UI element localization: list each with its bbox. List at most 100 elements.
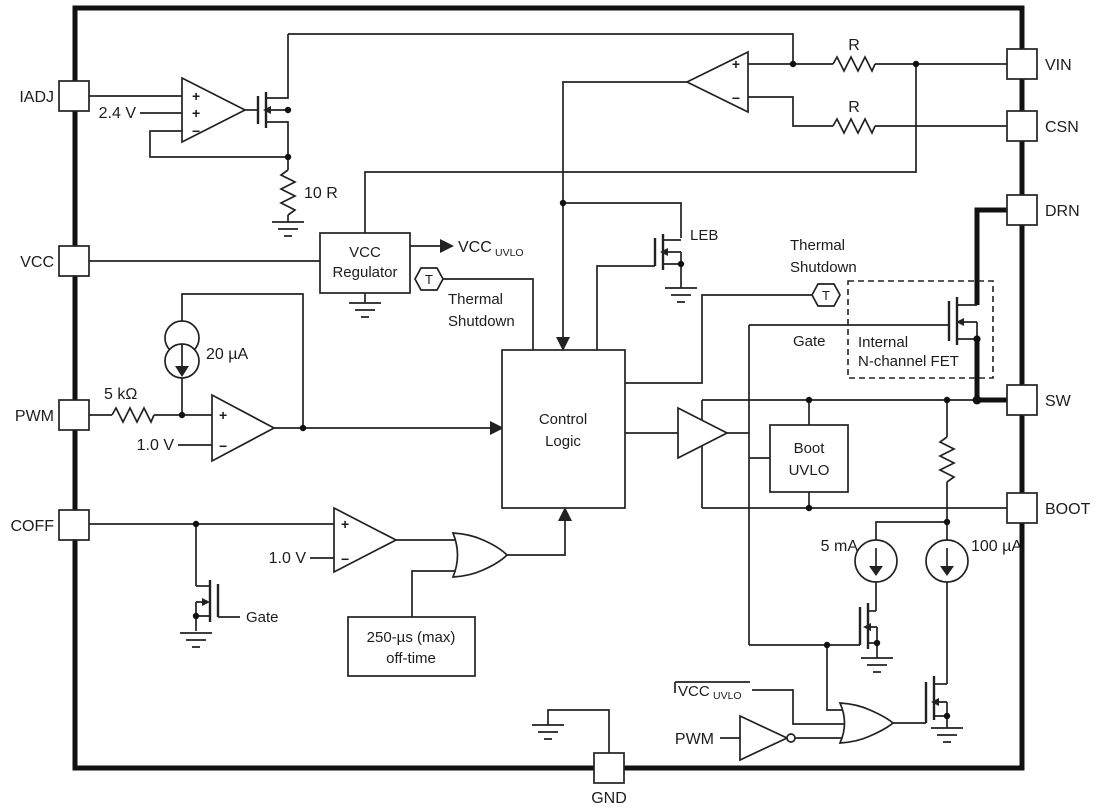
- offtime-arrow: [558, 507, 572, 521]
- plus-sign: +: [192, 105, 200, 121]
- vcc-uvlo-inverted-label: VCC UVLO: [674, 681, 750, 702]
- cur-5ma-label: 5 mA: [821, 538, 859, 555]
- pin-coff: COFF: [10, 509, 90, 541]
- current-source-5ma: [854, 539, 898, 583]
- cur-100ua-label: 100 µA: [971, 538, 1022, 555]
- plus-sign: +: [219, 407, 227, 423]
- sense-arrow: [556, 337, 570, 351]
- coff-comparator: + −: [333, 506, 398, 574]
- res-r-label: R: [848, 99, 860, 116]
- pin-sw: SW: [1006, 384, 1072, 416]
- ground-icon: [349, 302, 381, 318]
- internal-fet-box: Internal N-channel FET: [847, 280, 994, 379]
- pin-drn: DRN: [1006, 194, 1080, 226]
- thermal-shutdown-label: Shutdown: [448, 313, 515, 330]
- iadj-error-amp: + + −: [181, 76, 247, 144]
- pin-label: IADJ: [19, 89, 54, 106]
- offtime-or-gate: [451, 532, 509, 578]
- control-logic-label: Control: [539, 411, 587, 428]
- svg-text:VCC: VCC: [458, 239, 492, 256]
- vcc-regulator-label: Regulator: [332, 264, 397, 281]
- cur-20ua-label: 20 µA: [206, 346, 248, 363]
- minus-sign: −: [732, 90, 740, 106]
- thermal-shutdown-label: Thermal: [790, 237, 845, 254]
- current-sense-amp: + −: [685, 50, 749, 114]
- boot-uvlo-block: Boot UVLO: [769, 424, 849, 493]
- devices: + + − + − VCC Regulator: [164, 50, 994, 762]
- ground-icon: [272, 221, 304, 237]
- internal-fet-label: N-channel FET: [858, 353, 959, 370]
- pin-vcc: VCC: [20, 245, 90, 277]
- annotations: 2.4 V 10 R R R 20 µA 5 kΩ 1.0 V 1.0 V LE…: [99, 37, 1023, 748]
- leb-label: LEB: [690, 227, 718, 244]
- pin-label: DRN: [1045, 203, 1080, 220]
- coff-fet: [202, 580, 220, 622]
- gate-label: Gate: [246, 609, 279, 626]
- boot-or-gate: [838, 702, 895, 744]
- ref-1v0-label: 1.0 V: [137, 437, 175, 454]
- plus-sign: +: [732, 56, 740, 72]
- ground-icon: [861, 657, 893, 673]
- off-time-label: 250-µs (max): [367, 629, 456, 646]
- pwm-comparator: + −: [211, 393, 276, 463]
- thermal-shutdown-label: Thermal: [448, 291, 503, 308]
- pin-csn: CSN: [1006, 110, 1079, 142]
- pin-label: VIN: [1045, 57, 1072, 74]
- gate-driver-buffer: [677, 406, 729, 460]
- res-5k-label: 5 kΩ: [104, 386, 137, 403]
- pwm-comp-arrow: [490, 421, 504, 435]
- plus-sign: +: [192, 88, 200, 104]
- vcc-uvlo-label: VCC UVLO: [458, 239, 524, 259]
- svg-text:UVLO: UVLO: [495, 247, 524, 259]
- thermal-shutdown-label: Shutdown: [790, 259, 857, 276]
- iadj-pass-fet: [256, 92, 271, 128]
- pwm-inverter: [739, 714, 796, 762]
- pin-label: GND: [591, 790, 627, 807]
- pin-label: CSN: [1045, 119, 1079, 136]
- res-r-label: R: [848, 37, 860, 54]
- off-time-block: 250-µs (max) off-time: [347, 616, 476, 677]
- ground-icon: [665, 287, 697, 303]
- pins: IADJ VCC PWM COFF VIN CSN DRN SW: [10, 48, 1091, 807]
- hysteresis-current-source: [164, 320, 200, 379]
- svg-text:VCC: VCC: [678, 683, 710, 700]
- pwm-inverter-label: PWM: [675, 731, 714, 748]
- off-time-label: off-time: [386, 650, 436, 667]
- pin-boot: BOOT: [1006, 492, 1091, 524]
- internal-fet-label: Internal: [858, 334, 908, 351]
- pin-gnd: GND: [591, 752, 627, 807]
- boot-uvlo-label: Boot: [794, 440, 826, 457]
- ground-icon: [532, 724, 564, 740]
- pin-label: SW: [1045, 393, 1072, 410]
- ground-icon: [180, 632, 212, 648]
- pin-iadj: IADJ: [19, 80, 90, 112]
- t-tag-label: T: [425, 272, 433, 287]
- plus-sign: +: [341, 516, 349, 532]
- minus-sign: −: [192, 123, 200, 139]
- vcc-regulator-label: VCC: [349, 244, 381, 261]
- control-logic-label: Logic: [545, 433, 581, 450]
- pin-label: PWM: [15, 408, 54, 425]
- res-10r-label: 10 R: [304, 185, 338, 202]
- thermal-tag-fet: T: [811, 283, 841, 307]
- t-tag-label: T: [822, 288, 830, 303]
- vcc-uvlo-arrow: [440, 239, 454, 253]
- minus-sign: −: [219, 438, 227, 454]
- boot-charge-fet: [858, 603, 871, 649]
- gate-label: Gate: [793, 333, 826, 350]
- control-logic-block: Control Logic: [501, 349, 626, 509]
- pin-pwm: PWM: [15, 399, 90, 431]
- boot-uvlo-label: UVLO: [789, 462, 830, 479]
- current-source-100ua: [925, 539, 969, 583]
- pin-vin: VIN: [1006, 48, 1072, 80]
- minus-sign: −: [341, 551, 349, 567]
- junction-dots: [178, 60, 982, 720]
- wires: [89, 33, 1008, 753]
- ref-2v4-label: 2.4 V: [99, 105, 137, 122]
- vcc-regulator-block: VCC Regulator: [319, 232, 411, 294]
- thermal-tag-regulator: T: [414, 267, 444, 291]
- pin-label: VCC: [20, 254, 54, 271]
- ref-1v0-label: 1.0 V: [269, 550, 307, 567]
